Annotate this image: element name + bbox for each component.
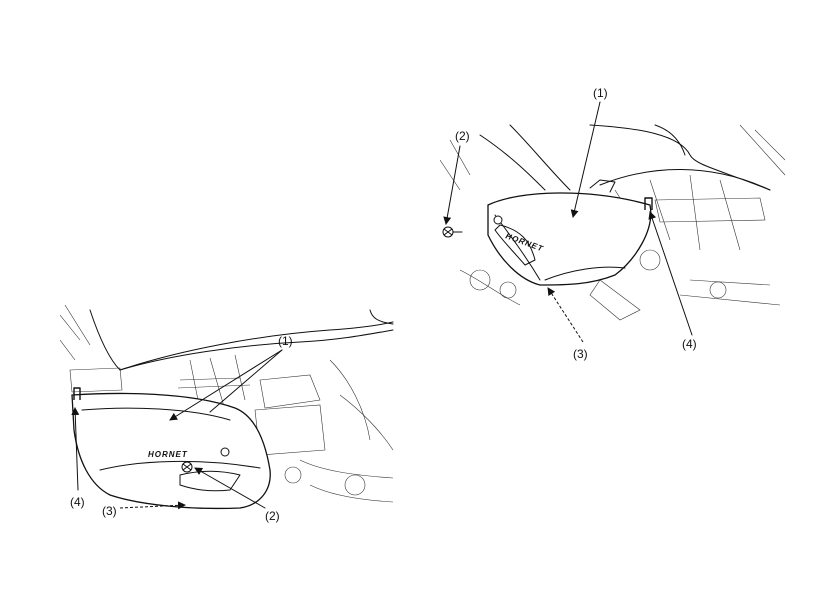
callout-3: (3) [102,504,117,518]
arrow-icon [548,288,583,342]
arrow-icon [446,146,460,224]
callout-3: (3) [573,347,588,361]
brand-text: HORNET [148,450,188,459]
right-illustration-svg: HORNET (1) (2) (3) (4) [440,80,790,370]
callout-1: (1) [593,86,608,100]
callout-2: (2) [455,129,470,143]
callout-4: (4) [682,337,697,351]
callout-4: (4) [70,495,85,509]
arrow-icon [650,212,692,335]
callout-2: (2) [265,509,280,523]
left-illustration-svg: HORNET (1) (2) (3) (4) [60,300,400,530]
callout-1: (1) [278,334,293,348]
left-illustration: HORNET (1) (2) (3) (4) [60,300,400,530]
right-illustration: HORNET (1) (2) (3) (4) [440,80,790,370]
